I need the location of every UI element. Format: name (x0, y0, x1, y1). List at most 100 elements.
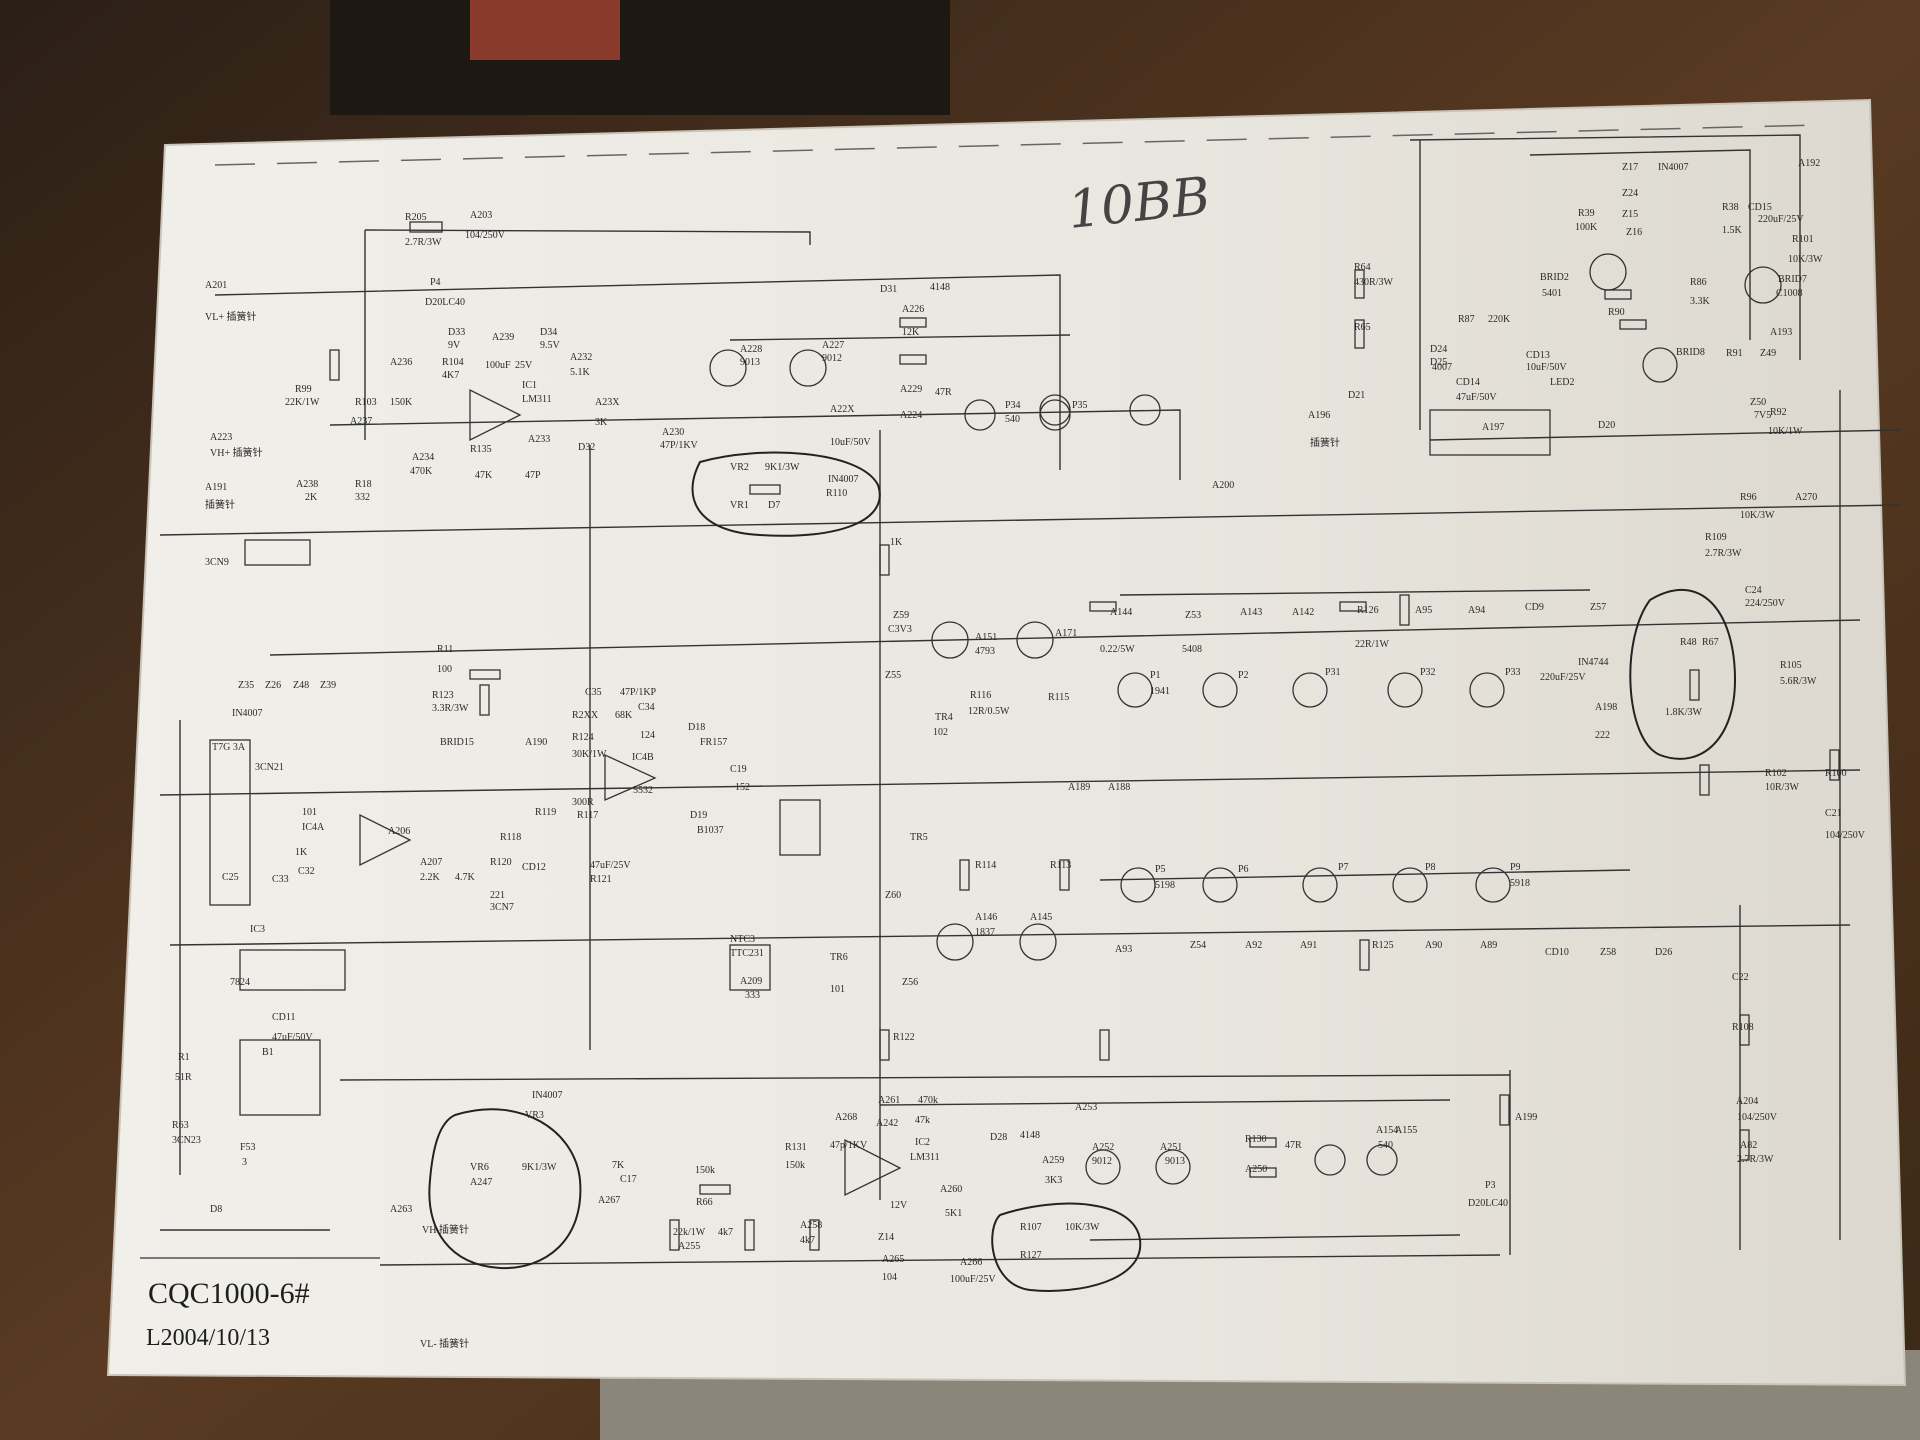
label: A143 (1240, 607, 1262, 618)
label: R48 (1680, 637, 1697, 648)
label: 7V5 (1754, 410, 1771, 421)
label: A199 (1515, 1112, 1537, 1123)
label: Z55 (885, 670, 901, 681)
dark-object-top-left (330, 0, 950, 115)
label: C22 (1732, 972, 1749, 983)
label: P8 (1425, 862, 1436, 873)
label: 101 (830, 984, 845, 995)
label: 5.6R/3W (1780, 676, 1817, 687)
label: A234 (412, 452, 434, 463)
label: C32 (298, 866, 315, 877)
label: 104 (882, 1272, 897, 1283)
label: A232 (570, 352, 592, 363)
label: IN4007 (1658, 162, 1689, 173)
components (209, 221, 1840, 1251)
label: A151 (975, 632, 997, 643)
label: D24 (1430, 344, 1447, 355)
label: 4k7 (800, 1235, 815, 1246)
label: C19 (730, 764, 747, 775)
label: 22k/1W (673, 1227, 706, 1238)
label: A155 (1395, 1125, 1417, 1136)
label: CD11 (272, 1012, 296, 1023)
label: 22R/1W (1355, 639, 1389, 650)
label: Z60 (885, 890, 901, 901)
label: A142 (1292, 607, 1314, 618)
label: D32 (578, 442, 595, 453)
connector-labels: VL+ 插簧针 VH+ 插簧针 插簧针 插簧针 VH 插簧针 VL- 插簧针 (205, 310, 1340, 1350)
label: 3CN7 (490, 902, 514, 913)
label: R96 (1740, 492, 1757, 503)
label: 4148 (1020, 1130, 1040, 1141)
label: 150k (695, 1165, 715, 1176)
label: 9.5V (540, 340, 561, 351)
label: A230 (662, 427, 684, 438)
label: R11 (437, 644, 453, 655)
label: R102 (1765, 768, 1787, 779)
label: R99 (295, 384, 312, 395)
label: A190 (525, 737, 547, 748)
label: 1837 (975, 927, 995, 938)
label: 540 (1378, 1140, 1393, 1151)
label-group-lower-right: A261 470k A268 A242 47k IC2 LM311 R131 1… (785, 1095, 1778, 1285)
label: D26 (1655, 947, 1672, 958)
label: 4007 (1432, 362, 1452, 373)
label: C17 (620, 1174, 637, 1185)
label: A260 (940, 1184, 962, 1195)
label: A267 (598, 1195, 620, 1206)
label: 5532 (633, 785, 653, 796)
label: R121 (590, 874, 612, 885)
label: 4K7 (442, 370, 459, 381)
label: C1008 (1776, 288, 1803, 299)
label: 9V (448, 340, 461, 351)
label: A82 (1740, 1140, 1757, 1151)
label: 12R/0.5W (968, 706, 1010, 717)
label: 5198 (1155, 880, 1175, 891)
connector-vh-plus: VH+ 插簧针 (210, 446, 263, 459)
label: 10K/3W (1788, 254, 1823, 265)
label: C34 (638, 702, 655, 713)
label: IC4B (632, 752, 654, 763)
label: A226 (902, 304, 924, 315)
label: 1.5K (1722, 225, 1743, 236)
label: A197 (1482, 422, 1504, 433)
label: B1037 (697, 825, 724, 836)
label: 47k (915, 1115, 930, 1126)
label: P3 (1485, 1180, 1496, 1191)
label: R120 (490, 857, 512, 868)
label: A146 (975, 912, 997, 923)
label: IN4007 (828, 474, 859, 485)
label: 224/250V (1745, 598, 1786, 609)
label: 2.2K (420, 872, 441, 883)
label: A247 (470, 1177, 492, 1188)
label: D33 (448, 327, 465, 338)
label: VR2 (730, 462, 749, 473)
label: 10K/3W (1740, 510, 1775, 521)
label: A193 (1770, 327, 1792, 338)
label: A224 (900, 410, 922, 421)
label: 4793 (975, 646, 995, 657)
label: A252 (1092, 1142, 1114, 1153)
label-group-top-left: R205 2.7R/3W A203 104/250V A201 P4 D20LC… (205, 210, 592, 503)
label: A22X (830, 404, 855, 415)
label: A270 (1795, 492, 1817, 503)
label: D21 (1348, 390, 1365, 401)
label: 3.3K (1690, 296, 1711, 307)
connector-insert-pin-right: 插簧针 (1310, 436, 1340, 449)
label: C21 (1825, 808, 1842, 819)
label: CD10 (1545, 947, 1569, 958)
label: P9 (1510, 862, 1521, 873)
connector-vh-bottom: VH 插簧针 (422, 1223, 469, 1236)
label: A268 (835, 1112, 857, 1123)
label: A265 (882, 1254, 904, 1265)
label: 220uF/25V (1540, 672, 1586, 683)
label: A203 (470, 210, 492, 221)
label: CD12 (522, 862, 546, 873)
label: 1K (295, 847, 308, 858)
label: 1K (890, 537, 903, 548)
label: Z58 (1600, 947, 1616, 958)
label-group-mid-left: 3CN9 Z35 Z26 Z48 Z39 IN4007 R11 100 R123… (205, 557, 750, 913)
label: 47uF/50V (272, 1032, 313, 1043)
label: TTC231 (730, 948, 764, 959)
label: IC1 (522, 380, 537, 391)
label: 150k (785, 1160, 805, 1171)
